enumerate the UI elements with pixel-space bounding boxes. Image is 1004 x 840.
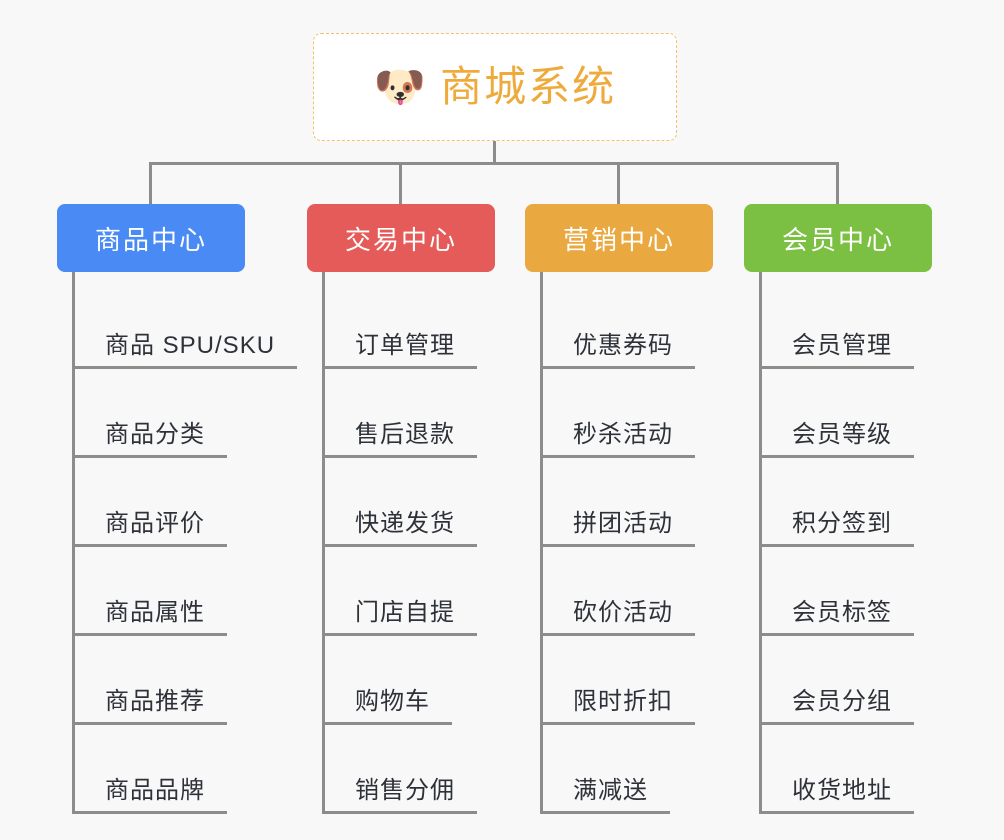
leaf-item[interactable]: 售后退款: [325, 369, 495, 458]
leaf-label: 秒杀活动: [543, 414, 695, 458]
leaf-label: 积分签到: [762, 503, 914, 547]
leaf-item[interactable]: 销售分佣: [325, 725, 495, 814]
root-node[interactable]: 🐶 商城系统: [313, 33, 677, 141]
leaf-list-marketing-center: 优惠券码 秒杀活动 拼团活动 砍价活动 限时折扣 满减送: [540, 272, 713, 814]
root-title: 商城系统: [440, 63, 617, 110]
branch-trade-center: 交易中心 订单管理 售后退款 快递发货 门店自提 购物车 销售分佣: [307, 204, 495, 814]
leaf-item[interactable]: 购物车: [325, 636, 495, 725]
leaf-list-member-center: 会员管理 会员等级 积分签到 会员标签 会员分组 收货地址: [759, 272, 932, 814]
leaf-item[interactable]: 会员标签: [762, 547, 932, 636]
leaf-label: 售后退款: [325, 414, 477, 458]
leaf-label: 会员标签: [762, 592, 914, 636]
leaf-item[interactable]: 拼团活动: [543, 458, 713, 547]
leaf-label: 商品评价: [75, 503, 227, 547]
branch-header-member-center[interactable]: 会员中心: [744, 204, 932, 272]
leaf-label: 会员管理: [762, 325, 914, 369]
leaf-list-product-center: 商品 SPU/SKU 商品分类 商品评价 商品属性 商品推荐 商品品牌: [72, 272, 298, 814]
leaf-label: 收货地址: [762, 770, 914, 814]
leaf-item[interactable]: 会员等级: [762, 369, 932, 458]
leaf-label: 订单管理: [325, 325, 477, 369]
branch-member-center: 会员中心 会员管理 会员等级 积分签到 会员标签 会员分组 收货地址: [744, 204, 932, 814]
leaf-label: 销售分佣: [325, 770, 477, 814]
branch-marketing-center: 营销中心 优惠券码 秒杀活动 拼团活动 砍价活动 限时折扣 满减送: [525, 204, 713, 814]
leaf-item[interactable]: 会员管理: [762, 280, 932, 369]
leaf-label: 会员分组: [762, 681, 914, 725]
leaf-label: 限时折扣: [543, 681, 695, 725]
leaf-item[interactable]: 满减送: [543, 725, 713, 814]
connector-drop-member-center: [836, 162, 839, 206]
branch-header-trade-center[interactable]: 交易中心: [307, 204, 495, 272]
leaf-item[interactable]: 秒杀活动: [543, 369, 713, 458]
leaf-item[interactable]: 商品品牌: [75, 725, 245, 814]
branch-product-center: 商品中心 商品 SPU/SKU 商品分类 商品评价 商品属性 商品推荐 商品品牌: [57, 204, 298, 814]
leaf-item[interactable]: 积分签到: [762, 458, 932, 547]
connector-drop-marketing-center: [617, 162, 620, 206]
leaf-list-trade-center: 订单管理 售后退款 快递发货 门店自提 购物车 销售分佣: [322, 272, 495, 814]
branch-header-label: 营销中心: [562, 224, 675, 255]
connector-horizontal-bus: [149, 162, 839, 165]
leaf-item[interactable]: 订单管理: [325, 280, 495, 369]
leaf-item[interactable]: 商品属性: [75, 547, 245, 636]
connector-drop-trade-center: [399, 162, 402, 206]
leaf-label: 商品属性: [75, 592, 227, 636]
leaf-label: 会员等级: [762, 414, 914, 458]
leaf-label: 商品推荐: [75, 681, 227, 725]
leaf-label: 快递发货: [325, 503, 477, 547]
leaf-item[interactable]: 商品 SPU/SKU: [74, 280, 298, 369]
connector-root-stem: [493, 141, 496, 165]
leaf-item[interactable]: 会员分组: [762, 636, 932, 725]
connector-drop-product-center: [149, 162, 152, 206]
leaf-label: 购物车: [325, 681, 452, 725]
leaf-item[interactable]: 收货地址: [762, 725, 932, 814]
branch-header-label: 交易中心: [344, 224, 457, 255]
leaf-item[interactable]: 门店自提: [325, 547, 495, 636]
leaf-label: 拼团活动: [543, 503, 695, 547]
leaf-label: 商品品牌: [75, 770, 227, 814]
leaf-label: 门店自提: [325, 592, 477, 636]
leaf-item[interactable]: 限时折扣: [543, 636, 713, 725]
leaf-label: 商品分类: [75, 414, 227, 458]
branch-header-label: 商品中心: [94, 224, 207, 255]
branch-header-product-center[interactable]: 商品中心: [57, 204, 245, 272]
leaf-label: 满减送: [543, 770, 670, 814]
leaf-item[interactable]: 商品评价: [75, 458, 245, 547]
leaf-label: 优惠券码: [543, 325, 695, 369]
leaf-item[interactable]: 优惠券码: [543, 280, 713, 369]
leaf-item[interactable]: 砍价活动: [543, 547, 713, 636]
leaf-item[interactable]: 商品分类: [75, 369, 245, 458]
leaf-item[interactable]: 快递发货: [325, 458, 495, 547]
branch-header-label: 会员中心: [781, 224, 894, 255]
shiba-dog-icon: 🐶: [373, 63, 427, 110]
leaf-label: 商品 SPU/SKU: [74, 325, 298, 369]
leaf-item[interactable]: 商品推荐: [75, 636, 245, 725]
branch-header-marketing-center[interactable]: 营销中心: [525, 204, 713, 272]
leaf-label: 砍价活动: [543, 592, 695, 636]
